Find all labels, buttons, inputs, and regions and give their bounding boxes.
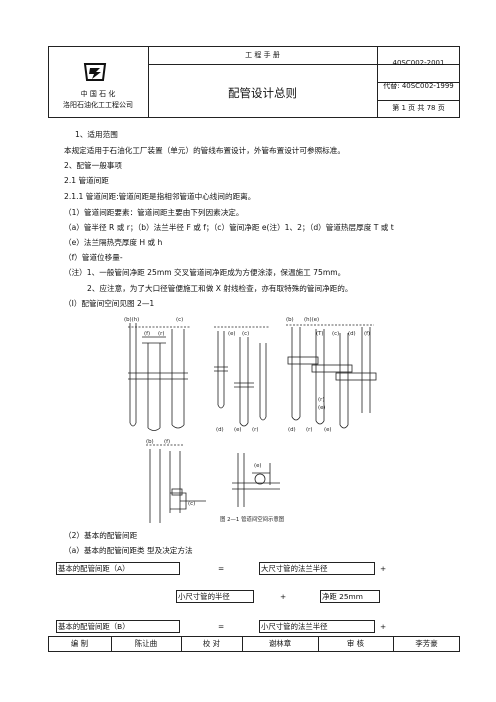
fig-label: (T) <box>316 331 324 337</box>
fig-label: (b) <box>286 317 294 323</box>
formula-box <box>320 590 380 603</box>
figure-reference: （I）配管间空间见图 2—1 <box>64 299 155 308</box>
check-name: 谢林章 <box>268 639 292 648</box>
section-2-1-heading: 2.1 管道间距 <box>64 176 109 185</box>
fig-label: (f) <box>364 331 370 337</box>
body-line: （a）管半径 R 或 r；（b）法兰半径 F 或 f；（c）管间净距 e(注）1… <box>64 223 394 232</box>
compile-name: 陈让曲 <box>134 639 158 648</box>
company-name-line1: 中 国 石 化 <box>80 90 116 98</box>
signature-table <box>48 636 460 652</box>
fig-label: (e) <box>318 405 326 411</box>
fig-label: (e) <box>324 427 332 433</box>
figure-caption: 图 2—1 管道间空间示意图 <box>220 515 284 523</box>
formula-text: 净距 25mm <box>322 592 363 601</box>
fig-label: (f) <box>144 331 150 337</box>
fig-label: (d) <box>348 331 356 337</box>
subsection-heading: （a）基本的配管间距类 型及决定方法 <box>64 546 193 555</box>
note-2: 2、应注意，为了大口径管便施工和做 X 射线检查，亦有取特殊的管间净距的。 <box>87 284 353 293</box>
compile-label: 编 制 <box>70 639 89 648</box>
body-line: （1）管道间距要素：管道间距主要由下列因素决定。 <box>64 208 244 217</box>
section-1-heading: 1、适用范围 <box>75 130 118 139</box>
formula-text: 小尺寸管的半径 <box>178 592 230 601</box>
note-1: （注）1、一般管间净距 25mm 交叉管道间净距成为方便涂漆，保温施工 75mm… <box>64 268 346 277</box>
fig-label: (c) <box>332 331 339 337</box>
replaces-doc: 代替: 40SC002-1999 <box>383 82 454 90</box>
formula-text: 基本的配管间距（A） <box>58 564 130 573</box>
doc-number: 40SC002-2001 <box>392 59 445 67</box>
plus-sign: + <box>380 622 387 631</box>
fig-label: (h)(e) <box>304 317 319 323</box>
body-line: 2.1.1 管道间距:管道间距是指相邻管道中心线间的距离。 <box>64 192 256 201</box>
fig-label: (b)(h) <box>124 317 139 323</box>
body-line: （e）法兰隔热壳厚度 H 或 h <box>64 238 163 247</box>
page-title: 配管设计总则 <box>228 86 297 100</box>
formula-box <box>56 562 180 575</box>
formula-text: 大尺寸管的法兰半径 <box>261 564 328 573</box>
body-line: 本规定适用于石油化工厂装置（单元）的管线布置设计，外管布置设计可参照标准。 <box>64 146 345 155</box>
check-label: 校 对 <box>202 639 221 648</box>
formula-box <box>176 590 254 603</box>
plus-sign: + <box>280 592 287 601</box>
formula-text: 小尺寸管的法兰半径 <box>261 622 328 631</box>
fig-label: (r) <box>158 331 164 337</box>
pipe-spacing-figure: (b)(h) (f) (r) (c) (e) (c) (d) (e) (r) (… <box>124 317 377 523</box>
fig-label: (d) <box>216 427 224 433</box>
company-logo-icon <box>83 63 107 81</box>
fig-label: (f) <box>164 439 170 445</box>
fig-label: (r) <box>318 397 324 403</box>
equals-sign: = <box>218 564 225 573</box>
page-count: 第 1 页 共 78 页 <box>392 104 445 112</box>
formula-box <box>259 562 375 575</box>
review-name: 李芳豪 <box>415 639 438 648</box>
manual-label: 工 程 手 册 <box>245 51 280 59</box>
fig-label: (e) <box>228 331 236 337</box>
formula-box <box>259 620 375 633</box>
fig-label: (r) <box>306 427 312 433</box>
formula-text: 基本的配管间距（B） <box>58 622 130 631</box>
fig-label: (c) <box>242 331 249 337</box>
review-label: 审 核 <box>346 639 365 648</box>
fig-label: (d) <box>288 427 296 433</box>
equals-sign: = <box>218 622 225 631</box>
fig-label: (c) <box>188 501 195 507</box>
fig-label: (e) <box>234 427 242 433</box>
plus-sign: + <box>380 564 387 573</box>
fig-label: (e) <box>254 463 262 469</box>
formula-box <box>56 620 180 633</box>
company-name-line2: 洛阳石油化工工程公司 <box>63 101 133 109</box>
body-line: （f）管道位移量- <box>64 253 123 262</box>
fig-label: (r) <box>252 427 258 433</box>
fig-label: (b) <box>146 439 154 445</box>
section-2-heading: 2、配管一般事项 <box>64 161 122 170</box>
fig-label: (c) <box>176 317 183 323</box>
subsection-heading: （2）基本的配管间距 <box>64 531 138 540</box>
